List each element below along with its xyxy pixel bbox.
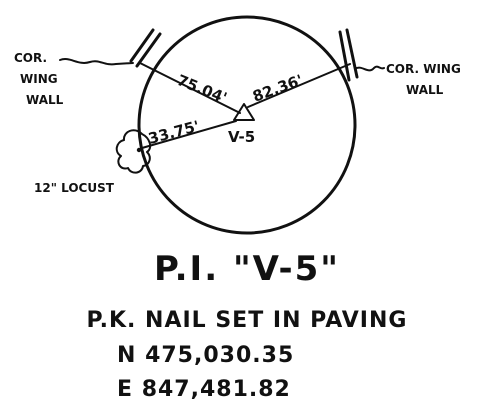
northing-coordinate: N 475,030.35 <box>117 343 294 368</box>
left-wall-label-line1: COR. <box>14 51 47 65</box>
point-description: P.K. NAIL SET IN PAVING <box>87 308 408 333</box>
right-wall-label-line2: WALL <box>406 83 444 97</box>
tie-distance-left-wing-wall: 75.04' <box>175 71 230 107</box>
locust-tree-symbol <box>115 129 152 174</box>
tree-label: 12" LOCUST <box>34 181 115 195</box>
tie-line-locust <box>141 120 237 149</box>
tie-distance-locust: 33.75' <box>146 117 201 148</box>
left-wall-label-line3: WALL <box>26 93 64 107</box>
left-wing-wall-symbol <box>129 28 162 68</box>
left-wall-label-line2: WING <box>20 72 58 86</box>
tie-distance-right-wing-wall: 82.36' <box>250 71 305 106</box>
point-title: P.I. "V-5" <box>154 249 340 289</box>
left-label-leader <box>59 58 134 66</box>
tie-line-left-wing-wall <box>139 62 241 114</box>
easting-coordinate: E 847,481.82 <box>117 377 291 402</box>
point-triangle-marker <box>233 103 255 121</box>
point-label: V-5 <box>228 128 255 146</box>
right-wall-label-line1: COR. WING <box>386 62 461 76</box>
right-label-leader <box>354 65 385 72</box>
locust-tree-center <box>136 147 142 153</box>
reference-circle <box>137 15 357 235</box>
tie-line-right-wing-wall <box>247 63 351 108</box>
